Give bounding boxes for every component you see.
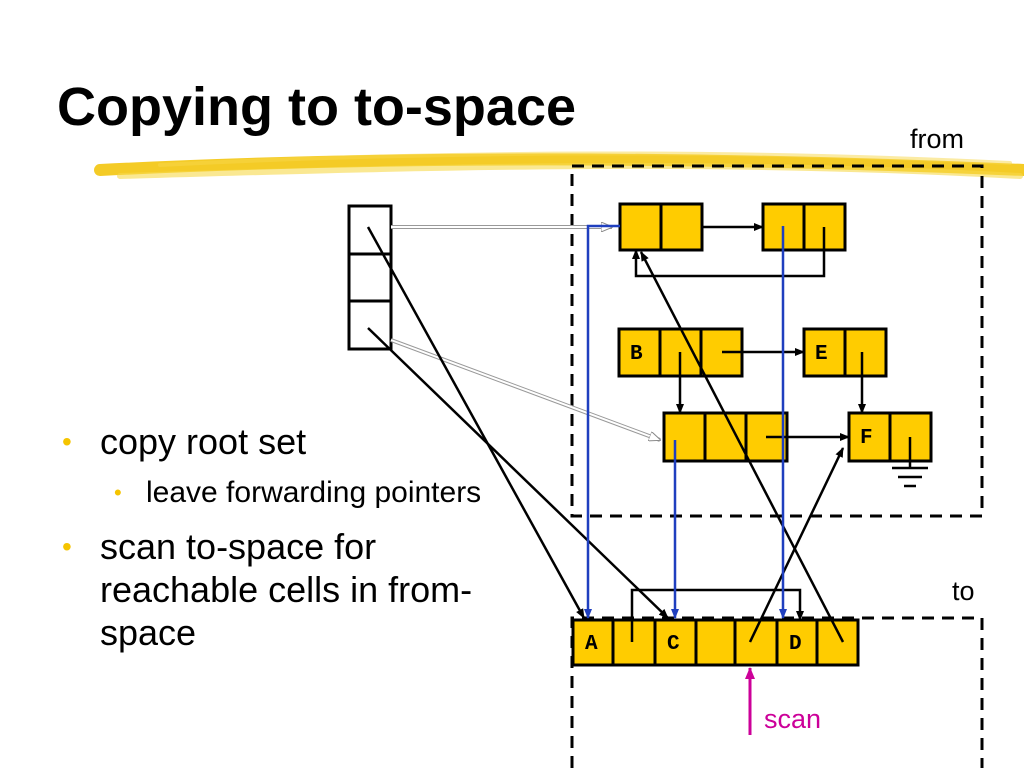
bullet-dot-icon: • [62, 531, 72, 562]
bullet-scan-to-space: •scan to-space for reachable cells in fr… [62, 526, 473, 653]
null-pointer-ground-icon [892, 437, 928, 488]
root-pointer-to-c [367, 327, 669, 619]
bullet-dot-icon: • [114, 480, 122, 505]
pointer-top-right-back-to-top-left [632, 227, 826, 278]
sub-bullet-forwarding-pointers: •leave forwarding pointers [114, 476, 482, 509]
bullet-list: •copy root set •leave forwarding pointer… [62, 420, 482, 666]
bullet-copy-root-set: •copy root set [62, 421, 307, 462]
bullet-dot-icon: • [62, 426, 72, 457]
cell-top-right [761, 202, 847, 252]
cell-label-c: C [667, 633, 680, 656]
cell-label-a: A [585, 633, 598, 656]
cell-f: F [847, 411, 933, 463]
title-highlight-stroke [94, 151, 1024, 179]
cell-label-b: B [630, 343, 643, 366]
root-pointer-to-a [366, 226, 586, 619]
cell-top-left [618, 202, 704, 252]
cell-label-f: F [860, 427, 873, 450]
cell-middle [662, 411, 789, 463]
from-label: from [910, 124, 964, 154]
forwarding-pointer-top-left-to-a [584, 224, 620, 619]
pointer-to-space-to-f [748, 447, 845, 643]
scan-label: scan [764, 704, 821, 734]
to-label: to [952, 576, 975, 606]
cell-e: E [802, 327, 888, 378]
cell-label-e: E [815, 343, 828, 366]
pointer-to-space-to-top-left [639, 251, 845, 643]
to-space-cells: A C D [571, 618, 860, 667]
slide-title: Copying to to-space [57, 77, 577, 137]
pointer-a-to-d [630, 588, 804, 642]
cell-label-d: D [789, 633, 802, 656]
root-set [347, 204, 393, 351]
